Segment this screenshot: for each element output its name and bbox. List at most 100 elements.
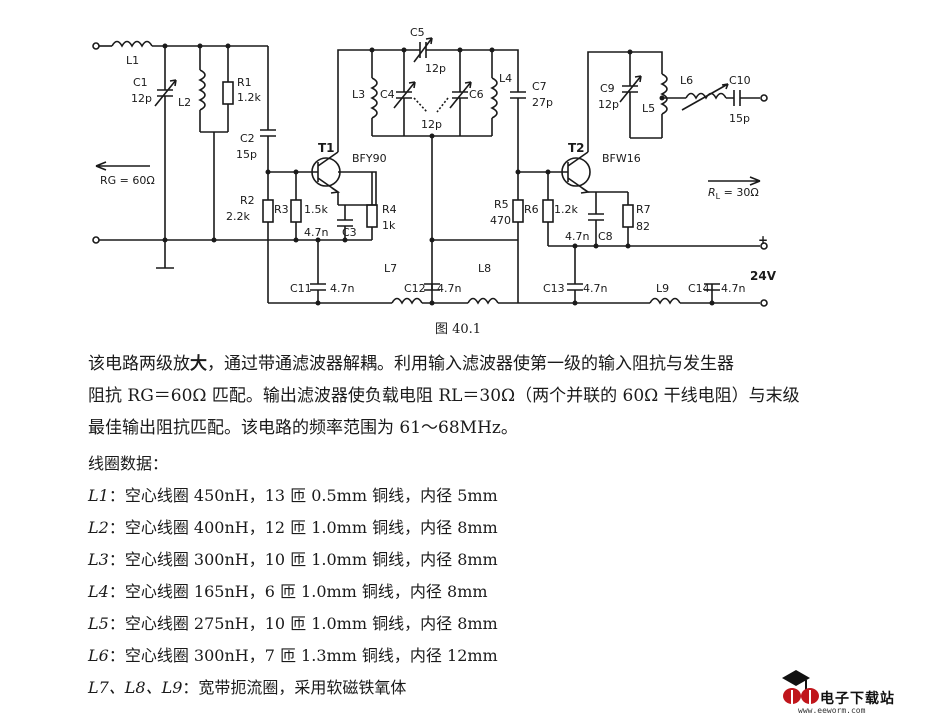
coil-item: L2：空心线圈 400nH，12 匝 1.0mm 铜线，内径 8mm (88, 518, 498, 537)
capacitor-C13 (567, 246, 583, 303)
supply-terminal-minus (760, 299, 768, 307)
coil-data-list: L1：空心线圈 450nH，13 匝 0.5mm 铜线，内径 5mm L2：空心… (88, 484, 498, 708)
label-C13: C13 (543, 282, 565, 295)
label-T2-type: BFW16 (602, 152, 641, 165)
resistor-R4 (366, 204, 378, 228)
junction-dots (162, 43, 715, 306)
label-C9: C9 (600, 82, 615, 95)
resistor-R2 (262, 199, 274, 223)
capacitor-C8 (588, 192, 604, 246)
choke-L7 (391, 297, 423, 305)
label-C8: C8 (598, 230, 613, 243)
label-C5: C5 (410, 26, 425, 39)
rl-arrow (708, 176, 761, 186)
label-C9-value: 12p (598, 98, 619, 111)
description-line-2: 阻抗 RG＝60Ω 匹配。输出滤波器使负载电阻 RL＝30Ω（两个并联的 60Ω… (88, 386, 800, 406)
label-C10: C10 (729, 74, 751, 87)
choke-L9 (649, 297, 681, 305)
label-L5: L5 (642, 102, 655, 115)
figure-caption: 图 40.1 (435, 322, 482, 337)
label-C7: C7 (532, 80, 547, 93)
resistor-R3 (290, 199, 302, 223)
label-supply-voltage: 24V (750, 269, 777, 283)
label-C10-value: 15p (729, 112, 750, 125)
capacitor-C1 (157, 46, 173, 240)
capacitor-C5 (372, 42, 498, 58)
circuit-schematic: L1 C1 12p L2 R1 1.2k C2 15p T1 BFY90 RG … (92, 26, 777, 307)
label-L6: L6 (680, 74, 693, 87)
resistor-R1 (222, 81, 234, 105)
label-R4-value: 1k (382, 219, 396, 232)
capacitor-C14 (704, 283, 720, 303)
site-url[interactable]: www.eeworm.com (798, 706, 866, 715)
inductor-L5 (630, 51, 668, 138)
label-R2-value: 2.2k (226, 210, 250, 223)
capacitor-C9 (622, 52, 638, 138)
label-C3-value: 4.7n (304, 226, 328, 239)
label-C13-value: 4.7n (583, 282, 607, 295)
coil-item: L6：空心线圈 300nH，7 匝 1.3mm 铜线，内径 12mm (88, 646, 498, 665)
inductor-L1 (111, 40, 153, 48)
label-L2: L2 (178, 96, 191, 109)
label-R5-value: 470 (490, 214, 511, 227)
capacitor-C7 (498, 49, 526, 172)
resistor-R7 (622, 204, 634, 228)
ground-symbol (156, 240, 174, 269)
coil-item: L4：空心线圈 165nH，6 匝 1.0mm 铜线，内径 8mm (88, 582, 488, 601)
label-C4C6-value: 12p (421, 118, 442, 131)
site-watermark[interactable]: 电子下载站 www.eeworm.com (778, 664, 926, 716)
label-C12-value: 4.7n (437, 282, 461, 295)
coil-item: L5：空心线圈 275nH，10 匝 1.0mm 铜线，内径 8mm (88, 614, 498, 633)
label-L1: L1 (126, 54, 139, 67)
description-line-1: 该电路两级放大，通过带通滤波器解耦。利用输入滤波器使第一级的输入阻抗与发生器 (88, 354, 734, 374)
label-R1: R1 (237, 76, 252, 89)
label-C12: C12 (404, 282, 426, 295)
label-C1-value: 12p (131, 92, 152, 105)
label-C14-value: 4.7n (721, 282, 745, 295)
coil-item: L3：空心线圈 300nH，10 匝 1.0mm 铜线，内径 8mm (88, 550, 498, 569)
capacitor-C2 (260, 46, 276, 172)
label-C4: C4 (380, 88, 395, 101)
label-L8: L8 (478, 262, 491, 275)
label-plus: + (758, 233, 768, 247)
label-R6-value: 1.2k (554, 203, 578, 216)
label-C8-value: 4.7n (565, 230, 589, 243)
label-RG: RG = 60Ω (100, 174, 155, 187)
label-R1-value: 1.2k (237, 91, 261, 104)
inductor-L3 (370, 50, 378, 136)
inductor-L4 (490, 50, 498, 136)
capacitor-C3 (337, 205, 353, 240)
choke-L8 (467, 297, 499, 305)
label-L9: L9 (656, 282, 669, 295)
label-R3: R3 (274, 203, 289, 216)
resistor-R6 (542, 199, 554, 223)
description-line-3: 最佳输出阻抗匹配。该电路的频率范围为 61～68MHz。 (88, 418, 518, 438)
rg-arrow (95, 161, 150, 171)
label-L7: L7 (384, 262, 397, 275)
capacitor-C12 (424, 283, 440, 291)
transistor-T2 (561, 157, 591, 187)
input-terminal-bottom (92, 236, 100, 244)
label-C11: C11 (290, 282, 312, 295)
capacitor-C6 (452, 50, 468, 136)
label-RL: RL = 30Ω (708, 186, 759, 201)
supply-terminal-plus (760, 242, 768, 250)
capacitor-C11 (310, 240, 326, 303)
label-C2: C2 (240, 132, 255, 145)
label-C1: C1 (133, 76, 148, 89)
label-C7-value: 27p (532, 96, 553, 109)
label-C5-value: 12p (425, 62, 446, 75)
coil-item: L7、L8、L9：宽带扼流圈，采用软磁铁氧体 (88, 678, 407, 697)
label-R7-value: 82 (636, 220, 650, 233)
resistor-R5 (512, 199, 524, 223)
inductor-L6 (662, 92, 734, 100)
label-R4: R4 (382, 203, 397, 216)
label-C3: C3 (342, 226, 357, 239)
label-C2-value: 15p (236, 148, 257, 161)
label-C14: C14 (688, 282, 710, 295)
label-C6: C6 (469, 88, 484, 101)
coil-data-title: 线圈数据： (88, 454, 169, 473)
label-R2: R2 (240, 194, 255, 207)
coil-item: L1：空心线圈 450nH，13 匝 0.5mm 铜线，内径 5mm (88, 486, 498, 505)
label-T1-type: BFY90 (352, 152, 387, 165)
